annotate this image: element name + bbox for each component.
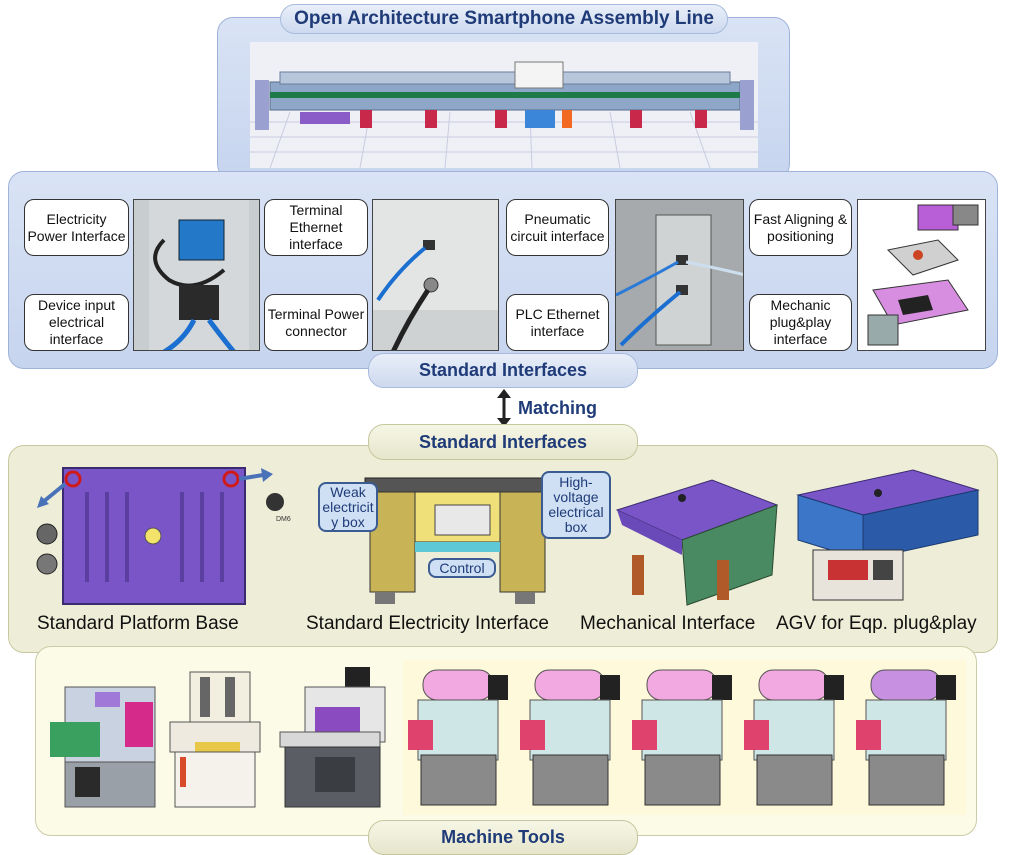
bubble-text: Control xyxy=(439,559,485,576)
callout-text: Terminal Ethernet interface xyxy=(289,202,343,252)
matching-arrow-icon xyxy=(497,389,511,427)
matching-label: Matching xyxy=(518,398,597,418)
standard-interfaces-bottom-label: Standard Interfaces xyxy=(368,424,638,460)
callout-mechanic-plug-play-interface: Mechanic plug&play interface xyxy=(749,294,852,351)
pneumatic-interface-illustration xyxy=(616,200,743,350)
callout-terminal-power-connector: Terminal Power connector xyxy=(264,294,368,351)
control-bubble: Control xyxy=(428,558,496,578)
caption-agv-eqp-plug-play: AGV for Eqp. plug&play xyxy=(776,613,977,634)
callout-pneumatic-circuit-interface: Pneumatic circuit interface xyxy=(506,199,609,256)
standard-interfaces-bottom-label-text: Standard Interfaces xyxy=(418,431,588,452)
callout-plc-ethernet-interface: PLC Ethernet interface xyxy=(506,294,609,351)
agv-render xyxy=(796,469,980,601)
callout-text: Fast Aligning & positioning xyxy=(753,210,848,244)
high-voltage-box-bubble: High-voltage electrical box xyxy=(541,471,611,539)
standard-interfaces-top-label: Standard Interfaces xyxy=(368,353,638,388)
machine-tools-label-text: Machine Tools xyxy=(441,827,565,847)
machine-tools-label: Machine Tools xyxy=(368,820,638,855)
page-title: Open Architecture Smartphone Assembly Li… xyxy=(280,4,728,34)
pneumatic-interface-photo xyxy=(615,199,744,351)
mechanical-interface-render xyxy=(615,479,779,606)
assembly-line-render xyxy=(250,42,758,168)
callout-fast-aligning-positioning: Fast Aligning & positioning xyxy=(749,199,852,256)
callout-text: Electricity Power Interface xyxy=(27,210,126,244)
callout-text: Device input electrical interface xyxy=(37,297,116,347)
power-interface-photo xyxy=(133,199,260,351)
callout-text: PLC Ethernet interface xyxy=(515,305,600,339)
standard-interfaces-top-label-text: Standard Interfaces xyxy=(418,360,588,380)
callout-text: Pneumatic circuit interface xyxy=(510,210,605,244)
ethernet-interface-photo xyxy=(372,199,499,351)
electricity-cabinet-render xyxy=(364,477,551,604)
dm6-tag: DM6 xyxy=(276,516,291,523)
ethernet-interface-illustration xyxy=(373,200,498,350)
machine-tool-3-render xyxy=(279,667,386,808)
bubble-text: High-voltage electrical box xyxy=(548,474,604,535)
caption-standard-platform-base: Standard Platform Base xyxy=(37,613,239,634)
page-title-text: Open Architecture Smartphone Assembly Li… xyxy=(294,8,714,29)
mechanic-interface-photo xyxy=(857,199,986,351)
callout-text: Terminal Power connector xyxy=(267,305,365,339)
power-interface-illustration xyxy=(149,200,249,350)
callout-text: Mechanic plug&play interface xyxy=(769,297,832,347)
callout-electricity-power-interface: Electricity Power Interface xyxy=(24,199,129,256)
caption-mechanical-interface: Mechanical Interface xyxy=(580,613,756,634)
platform-base-render xyxy=(36,467,284,605)
machine-tool-2-render xyxy=(169,671,261,808)
caption-standard-electricity-interface: Standard Electricity Interface xyxy=(306,613,549,634)
callout-terminal-ethernet-interface: Terminal Ethernet interface xyxy=(264,199,368,256)
mechanic-interface-illustration xyxy=(867,204,979,346)
machine-tool-1-render xyxy=(50,686,156,808)
callout-device-input-electrical-interface: Device input electrical interface xyxy=(24,294,129,351)
machine-tools-row-render xyxy=(408,669,956,806)
weak-electricity-box-bubble: Weak electricit y box xyxy=(318,482,378,532)
bubble-text: Weak electricit y box xyxy=(322,483,374,530)
